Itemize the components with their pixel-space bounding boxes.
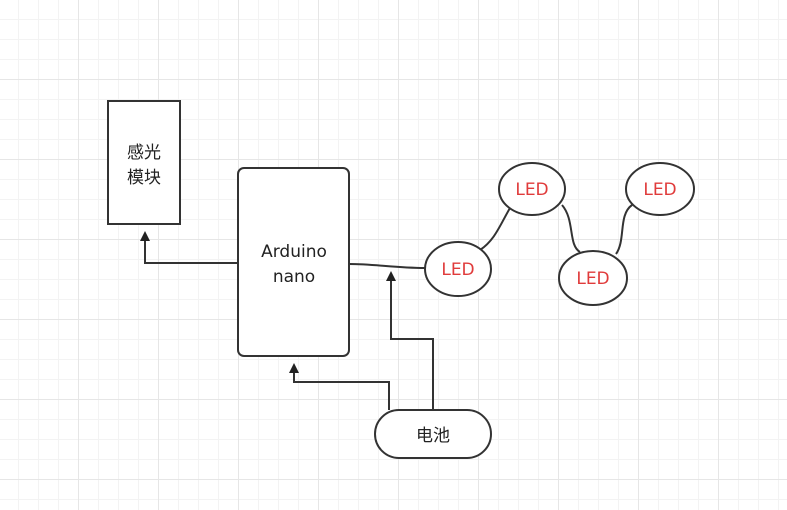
edge-arduino-to-led1	[348, 263, 426, 269]
led-label-4: LED	[643, 180, 676, 200]
edge-arduino-to-sensor	[140, 231, 238, 264]
led-node-1[interactable]: LED	[424, 241, 492, 297]
led-node-3[interactable]: LED	[558, 250, 628, 306]
sensor-module-node[interactable]: 感光 模块	[107, 100, 181, 225]
led-node-4[interactable]: LED	[625, 162, 695, 216]
led-node-2[interactable]: LED	[498, 162, 566, 216]
arduino-nano-node[interactable]: Arduino nano	[237, 167, 350, 357]
led-label-2: LED	[515, 180, 548, 200]
edge-led1-to-led2	[479, 207, 511, 251]
arduino-label-line2: nano	[273, 267, 315, 287]
edge-led2-to-led3	[561, 204, 581, 253]
battery-node[interactable]: 电池	[374, 409, 492, 459]
sensor-module-label-line2: 模块	[127, 168, 161, 188]
edge-battery-to-wire	[386, 271, 434, 410]
led-label-3: LED	[576, 269, 609, 289]
led-label-1: LED	[441, 260, 474, 280]
sensor-module-label-line1: 感光	[127, 143, 161, 163]
edge-led3-to-led4	[615, 204, 633, 255]
edge-battery-to-arduino	[289, 363, 390, 410]
arduino-label-line1: Arduino	[261, 242, 327, 262]
battery-label: 电池	[416, 426, 450, 446]
